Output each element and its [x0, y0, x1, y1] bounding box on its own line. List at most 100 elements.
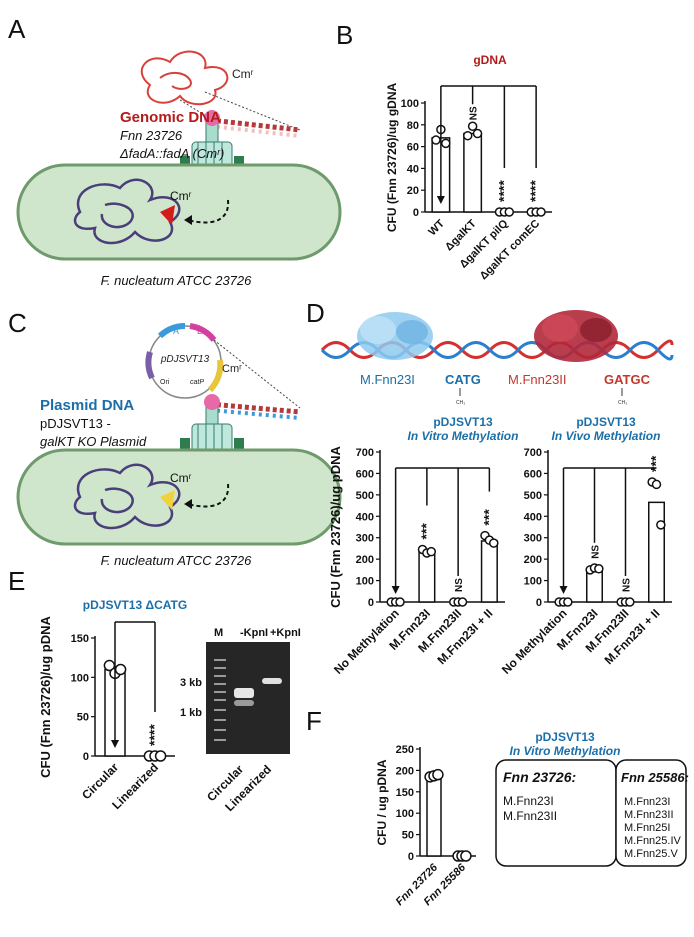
y-tick-label: 150 [396, 787, 414, 799]
bar [480, 540, 498, 603]
y-tick-label: 100 [71, 672, 89, 684]
cm-gene-insert-c [160, 490, 175, 510]
significance-label: NS [622, 578, 633, 592]
enzyme2-name: M.Fnn23II [508, 372, 567, 387]
y-tick-label: 60 [407, 142, 419, 154]
y-axis-label: CFU (Fnn 23726)/ug gDNA [385, 83, 399, 233]
dotted-line [179, 99, 207, 117]
y-axis-label: CFU (Fnn 23726)/ug pDNA [38, 616, 53, 778]
cm-resistance-label: Cmʳ [232, 67, 254, 81]
cm-gene-insert [160, 205, 175, 225]
gel-3kb: 3 kb [180, 677, 202, 689]
panel-b-letter: B [336, 20, 353, 50]
data-point [114, 663, 127, 676]
gel-marker-label: M [214, 627, 223, 639]
data-point [651, 479, 662, 490]
box2-item-4: M.Fnn25.V [624, 848, 678, 860]
significance-label: *** [480, 509, 496, 526]
data-point [489, 538, 499, 548]
y-tick-label: 700 [524, 447, 542, 459]
significance-label: **** [146, 724, 162, 746]
y-axis-label: CFU (Fnn 23726)/ug pDNA [328, 446, 343, 608]
data-point [462, 130, 473, 141]
bar [418, 551, 436, 603]
y-tick-label: 0 [413, 207, 419, 219]
y-tick-label: 0 [83, 751, 89, 763]
panel-a-title: Genomic DNA [120, 109, 221, 126]
significance-label: NS [591, 545, 602, 559]
significance-label: **** [495, 180, 511, 202]
y-tick-label: 0 [368, 597, 374, 609]
panel-c-plasmid: pDJSVT13 - [40, 416, 111, 431]
dna-helix-rope [209, 117, 301, 138]
y-tick-label: 500 [356, 490, 374, 502]
cell-label-a: F. nucleatum ATCC 23726 [101, 273, 253, 288]
significance-label: NS [454, 578, 465, 592]
gel-band-circular-2 [234, 700, 254, 706]
data-point [563, 597, 573, 607]
cell-cm-label-c: Cmʳ [170, 471, 192, 485]
data-point [472, 128, 483, 139]
data-point [460, 850, 472, 862]
y-tick-label: 40 [407, 163, 419, 175]
enzyme1-name: M.Fnn23I [360, 372, 415, 387]
panel-c-letter: C [8, 308, 27, 338]
y-tick-label: 400 [524, 511, 542, 523]
cell-cm-label: Cmʳ [170, 189, 192, 203]
box2-title: Fnn 25586: [621, 770, 689, 785]
plasmid-region-b: B [197, 326, 203, 336]
data-point [431, 135, 441, 145]
gel-band-circular [234, 688, 254, 698]
panel-a-letter: A [8, 14, 26, 44]
y-tick-label: 400 [356, 511, 374, 523]
data-point [625, 597, 635, 607]
y-tick-label: 0 [408, 851, 414, 863]
box2-item-0: M.Fnn23I [624, 796, 670, 808]
plasmid-name: pDJSVT13 [160, 354, 210, 365]
panel-f-header: pDJSVT13 [535, 730, 595, 744]
data-point [154, 750, 167, 762]
significance-label: *** [648, 455, 664, 472]
category-label: ΔgalKT comEC [478, 218, 543, 283]
plasmid-diagram: A B pDJSVT13 Ori catP Cmʳ [145, 322, 242, 399]
chart-d1-title: pDJSVT13 [433, 415, 493, 429]
significance-label: *** [418, 523, 434, 540]
bracket-arrow-head [111, 740, 119, 748]
gel-plus-label: +KpnI [270, 627, 301, 639]
box1-item-0: M.Fnn23I [503, 794, 554, 808]
y-tick-label: 50 [402, 830, 414, 842]
plasmid-cm-label: Cmʳ [222, 363, 242, 375]
significance-label: **** [527, 180, 543, 202]
y-tick-label: 100 [524, 576, 542, 588]
chart-d2-title: pDJSVT13 [576, 415, 636, 429]
bracket-arrow-head [559, 586, 568, 594]
panel-a-genotype: ΔfadA::fadA (Cmʳ) [119, 146, 224, 161]
panel-d-letter: D [306, 298, 325, 328]
y-tick-label: 200 [524, 554, 542, 566]
box2-item-2: M.Fnn25I [624, 822, 670, 834]
y-tick-label: 100 [401, 98, 419, 110]
data-point [467, 121, 478, 131]
panel-f-letter: F [306, 706, 322, 736]
chart-d2-subtitle: In Vivo Methylation [552, 429, 661, 443]
panel-c: C A B pDJSVT13 Ori catP Cmʳ [8, 308, 342, 568]
panel-a-strain: Fnn 23726 [120, 128, 183, 143]
data-point [441, 138, 451, 149]
enzyme2-blob [534, 310, 618, 362]
panel-c-ko: galKT KO Plasmid [40, 434, 147, 449]
agarose-gel: M -KpnI +KpnI 3 kb 1 kb Circular Lineari… [180, 627, 301, 814]
bracket-arrow-head [436, 196, 445, 204]
gel-1kb: 1 kb [180, 707, 202, 719]
gel-band-linear [262, 678, 282, 684]
chart-e-title: pDJSVT13 ΔCATG [83, 598, 187, 612]
bar [426, 778, 442, 857]
bar [586, 570, 603, 603]
data-point [457, 597, 468, 607]
chart-b-title: gDNA [473, 53, 507, 67]
enzyme2-site: GATGC [604, 372, 651, 387]
